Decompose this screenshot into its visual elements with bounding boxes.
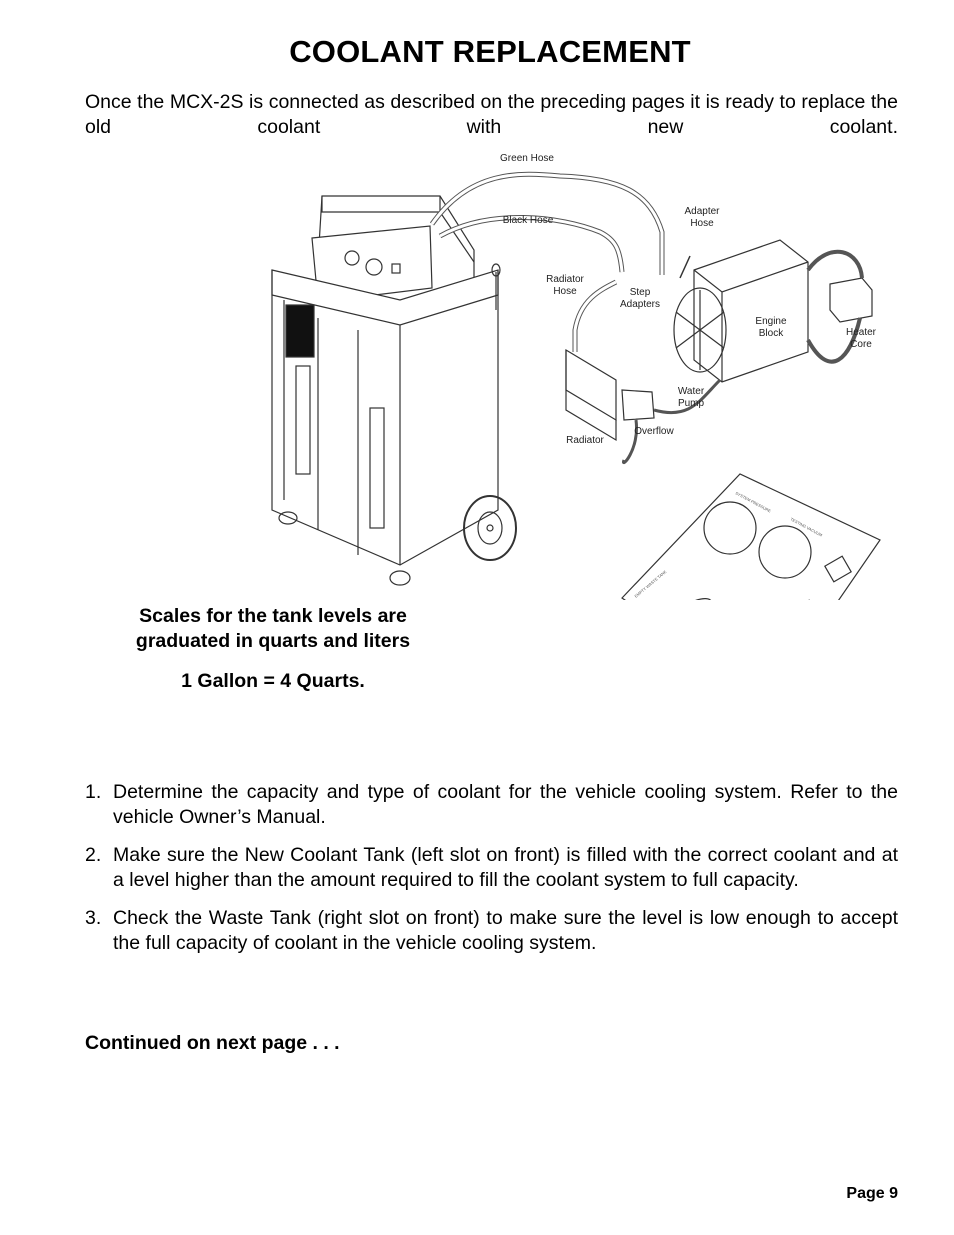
gallon-note: 1 Gallon = 4 Quarts. — [181, 670, 365, 692]
scales-note: Scales for the tank levels are graduated… — [98, 604, 448, 654]
label-heater-core: Heater — [846, 327, 877, 338]
label-radiator-hose: Radiator — [546, 274, 584, 285]
continued-note: Continued on next page . . . — [85, 1032, 340, 1054]
step-number: 2. — [85, 844, 102, 866]
list-item: 1. Determine the capacity and type of co… — [85, 780, 898, 830]
label-adapter-hose: Adapter — [684, 206, 720, 217]
step-text: Make sure the New Coolant Tank (left slo… — [113, 844, 898, 891]
label-black-hose: Black Hose — [503, 215, 554, 226]
label-engine-block: Engine — [755, 316, 787, 327]
label-overflow: Overflow — [634, 426, 674, 437]
label-water-pump-2: Pump — [678, 398, 705, 409]
label-radiator-hose-2: Hose — [553, 286, 577, 297]
label-engine-block-2: Block — [759, 328, 784, 339]
list-item: 3. Check the Waste Tank (right slot on f… — [85, 906, 898, 956]
list-item: 2. Make sure the New Coolant Tank (left … — [85, 843, 898, 893]
scales-line-2: graduated in quarts and liters — [135, 630, 411, 652]
step-number: 3. — [85, 907, 102, 929]
label-water-pump: Water — [678, 386, 705, 397]
label-green-hose: Green Hose — [500, 153, 554, 164]
intro-paragraph: Once the MCX-2S is connected as describe… — [85, 91, 898, 138]
page-title: COOLANT REPLACEMENT — [289, 34, 691, 69]
scales-line-1: Scales for the tank levels are — [139, 605, 407, 627]
step-text: Check the Waste Tank (right slot on fron… — [113, 907, 898, 954]
label-step-adapters: Step — [630, 287, 651, 298]
label-heater-core-2: Core — [850, 339, 872, 350]
page-number: Page 9 — [846, 1185, 898, 1202]
step-number: 1. — [85, 781, 102, 803]
label-step-adapters-2: Adapters — [620, 299, 660, 310]
label-adapter-hose-2: Hose — [690, 218, 714, 229]
step-text: Determine the capacity and type of coola… — [113, 781, 898, 828]
label-radiator: Radiator — [566, 435, 604, 446]
steps-list: 1. Determine the capacity and type of co… — [85, 780, 898, 969]
coolant-machine-diagram: SYSTEM PRESSURE TESTING VACUUM EMPTY WAS… — [271, 153, 881, 600]
